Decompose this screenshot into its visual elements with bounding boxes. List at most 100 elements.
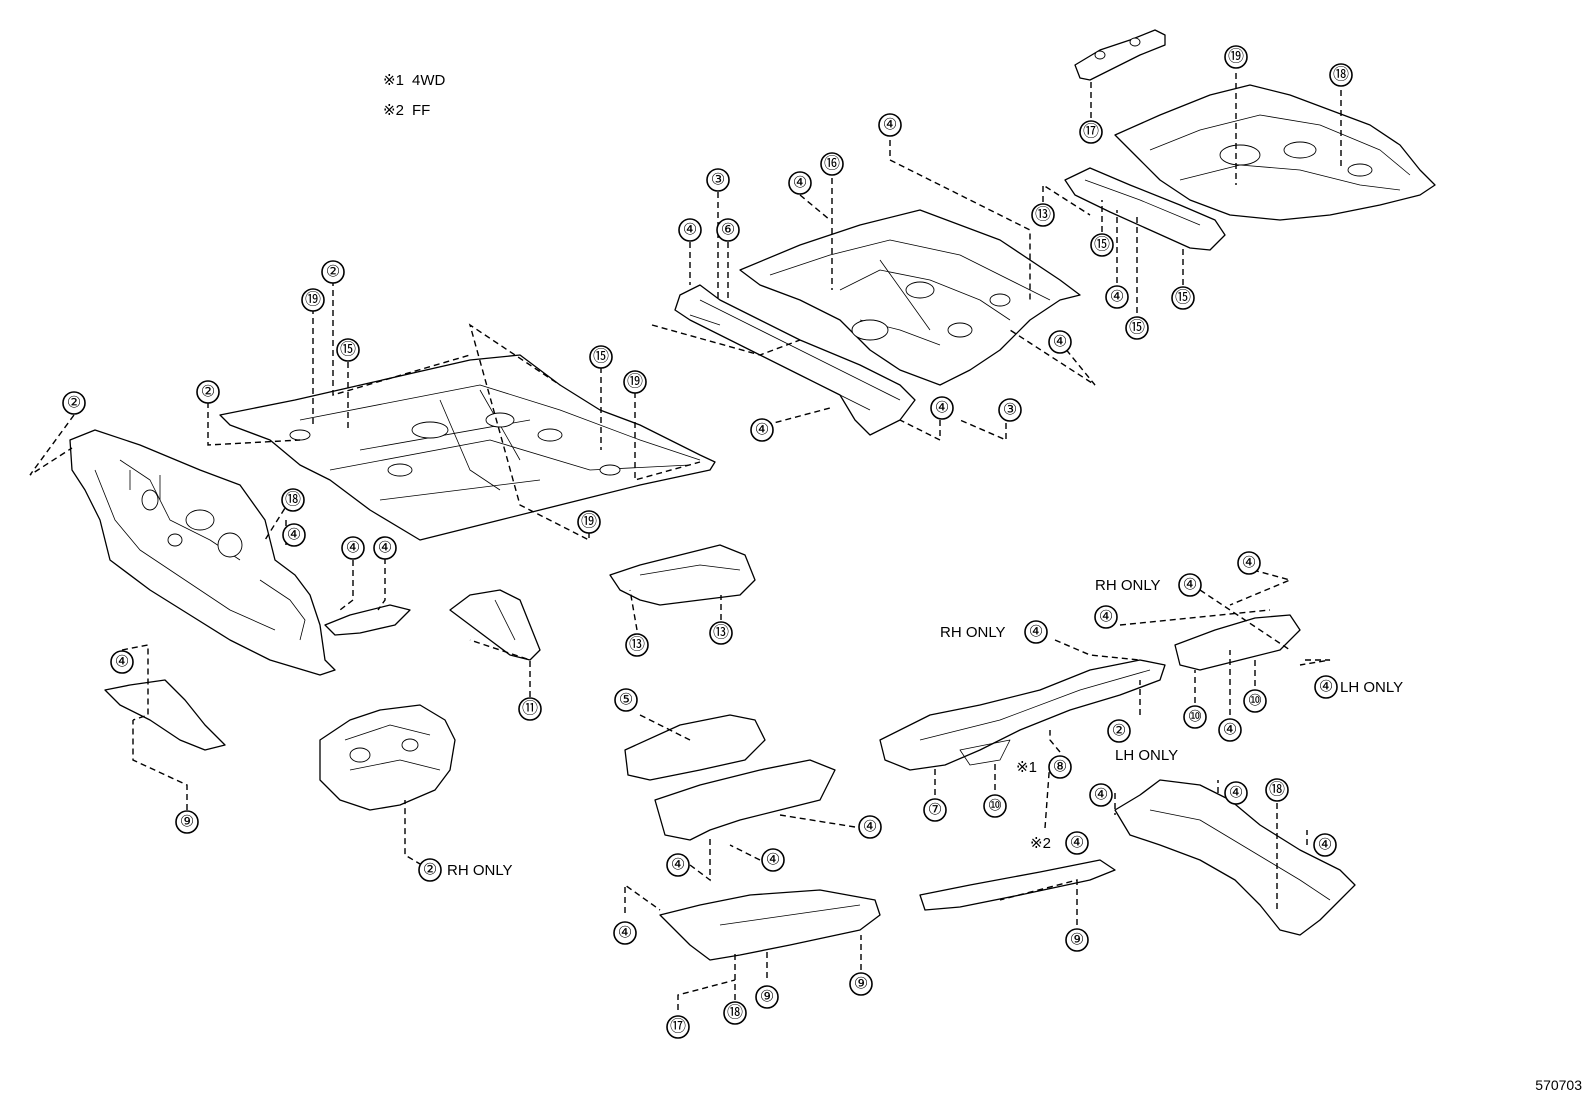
callout-label-4: ④ [1053, 334, 1067, 351]
callout: ⑬ [1031, 203, 1055, 227]
callout: ④ [1065, 831, 1089, 855]
callout: ③ [998, 398, 1022, 422]
callout: ⑲ [1224, 45, 1248, 69]
callout-label-6: ⑥ [721, 222, 735, 239]
callout: ⑰ [666, 1015, 690, 1039]
callout-label-4: ④ [346, 540, 360, 557]
callout-label-13: ⑬ [713, 624, 729, 642]
center-crossmember [674, 284, 916, 436]
callout: ④ [613, 921, 637, 945]
callout-label-4: ④ [1229, 785, 1243, 802]
bracket-9-left [104, 679, 226, 751]
callout-label-4: ④ [766, 852, 780, 869]
callout: ④ [1089, 783, 1113, 807]
callout-label-9: ⑨ [180, 814, 194, 831]
callout-label-4: ④ [1099, 609, 1113, 626]
callout: ⑬ [625, 633, 649, 657]
callout: ④ [1224, 781, 1248, 805]
note-mark-2: ※2 [1030, 835, 1051, 852]
callout: ② [418, 858, 442, 882]
callout-label-11: ⑪ [522, 700, 538, 718]
callout: ③ [706, 168, 730, 192]
callout: ④ [1024, 620, 1048, 644]
rear-floor-side [1114, 779, 1356, 936]
callout: ⑨ [1065, 928, 1089, 952]
callout-label-4: ④ [378, 540, 392, 557]
callout: ⑮ [1125, 316, 1149, 340]
legend-mark-2: ※2 [383, 102, 404, 119]
callout: ⑮ [589, 345, 613, 369]
callout-label-17: ⑰ [670, 1018, 686, 1036]
note-rh-only: RH ONLY [447, 862, 513, 879]
callout: ⑯ [820, 152, 844, 176]
legend-mark-1: ※1 [383, 72, 404, 89]
callout: ⑦ [923, 798, 947, 822]
bracket-17 [1074, 29, 1166, 81]
callout-label-5: ⑤ [619, 692, 633, 709]
member-5 [624, 714, 766, 781]
callout: ⑲ [623, 370, 647, 394]
callout: ④ [750, 418, 774, 442]
callout: ④ [341, 536, 365, 560]
callout-label-17: ⑰ [1083, 123, 1099, 141]
side-sill [659, 889, 881, 961]
callout: ④ [1313, 833, 1337, 857]
legend-text-4wd: 4WD [412, 72, 446, 89]
callout: ⑤ [614, 688, 638, 712]
callout: ⑱ [1265, 778, 1289, 802]
callout-label-4: ④ [115, 654, 129, 671]
callout-label-4: ④ [863, 819, 877, 836]
callout: ④ [761, 848, 785, 872]
rear-side-member [879, 659, 1166, 771]
callout-label-13: ⑬ [1035, 206, 1051, 224]
callout-label-18: ⑱ [727, 1004, 743, 1022]
callout-label-4: ④ [1110, 289, 1124, 306]
callout: ⑲ [301, 288, 325, 312]
callout: ④ [110, 650, 134, 674]
tunnel-reinforcement [609, 544, 756, 606]
center-rear-floor [739, 209, 1081, 386]
callout-label-4: ④ [1318, 837, 1332, 854]
callout: ⑧ [1048, 755, 1072, 779]
callout: ⑮ [1090, 233, 1114, 257]
leader-lines [29, 73, 1342, 1010]
callout: ④ [1237, 551, 1261, 575]
callout: ⑩ [983, 794, 1007, 818]
dash-panel [69, 429, 336, 676]
callout: ④ [1048, 330, 1072, 354]
callout: ② [321, 260, 345, 284]
callout: ⑨ [849, 972, 873, 996]
rear-crossmember [1064, 167, 1226, 251]
callout-label-19: ⑲ [627, 373, 643, 391]
callout: ④ [1094, 605, 1118, 629]
callout: ④ [678, 218, 702, 242]
callout: ④ [1218, 718, 1242, 742]
front-floor-side-member [654, 759, 836, 841]
callout-label-10: ⑩ [1248, 693, 1262, 710]
callout-label-15: ⑮ [340, 341, 356, 359]
callout-label-15: ⑮ [593, 348, 609, 366]
callout: ④ [666, 853, 690, 877]
diagram-code: 570703 [1535, 1077, 1582, 1093]
callout: ⑱ [723, 1001, 747, 1025]
callout: ⑨ [175, 810, 199, 834]
callout-label-18: ⑱ [285, 491, 301, 509]
callout: ⑱ [281, 488, 305, 512]
callout: ⑰ [1079, 120, 1103, 144]
callout: ④ [788, 171, 812, 195]
callout-label-4: ④ [755, 422, 769, 439]
callout-label-4: ④ [1029, 624, 1043, 641]
callout-label-4: ④ [671, 857, 685, 874]
callout: ⑮ [1171, 286, 1195, 310]
small-plate [324, 604, 411, 636]
rear-extension [1174, 614, 1301, 671]
callout-label-4: ④ [793, 175, 807, 192]
callout-label-4: ④ [683, 222, 697, 239]
callout-label-19: ⑲ [581, 513, 597, 531]
callout: ② [1107, 719, 1131, 743]
callout: ④ [878, 113, 902, 137]
callout: ⑲ [577, 510, 601, 534]
legend-text-ff: FF [412, 102, 430, 119]
